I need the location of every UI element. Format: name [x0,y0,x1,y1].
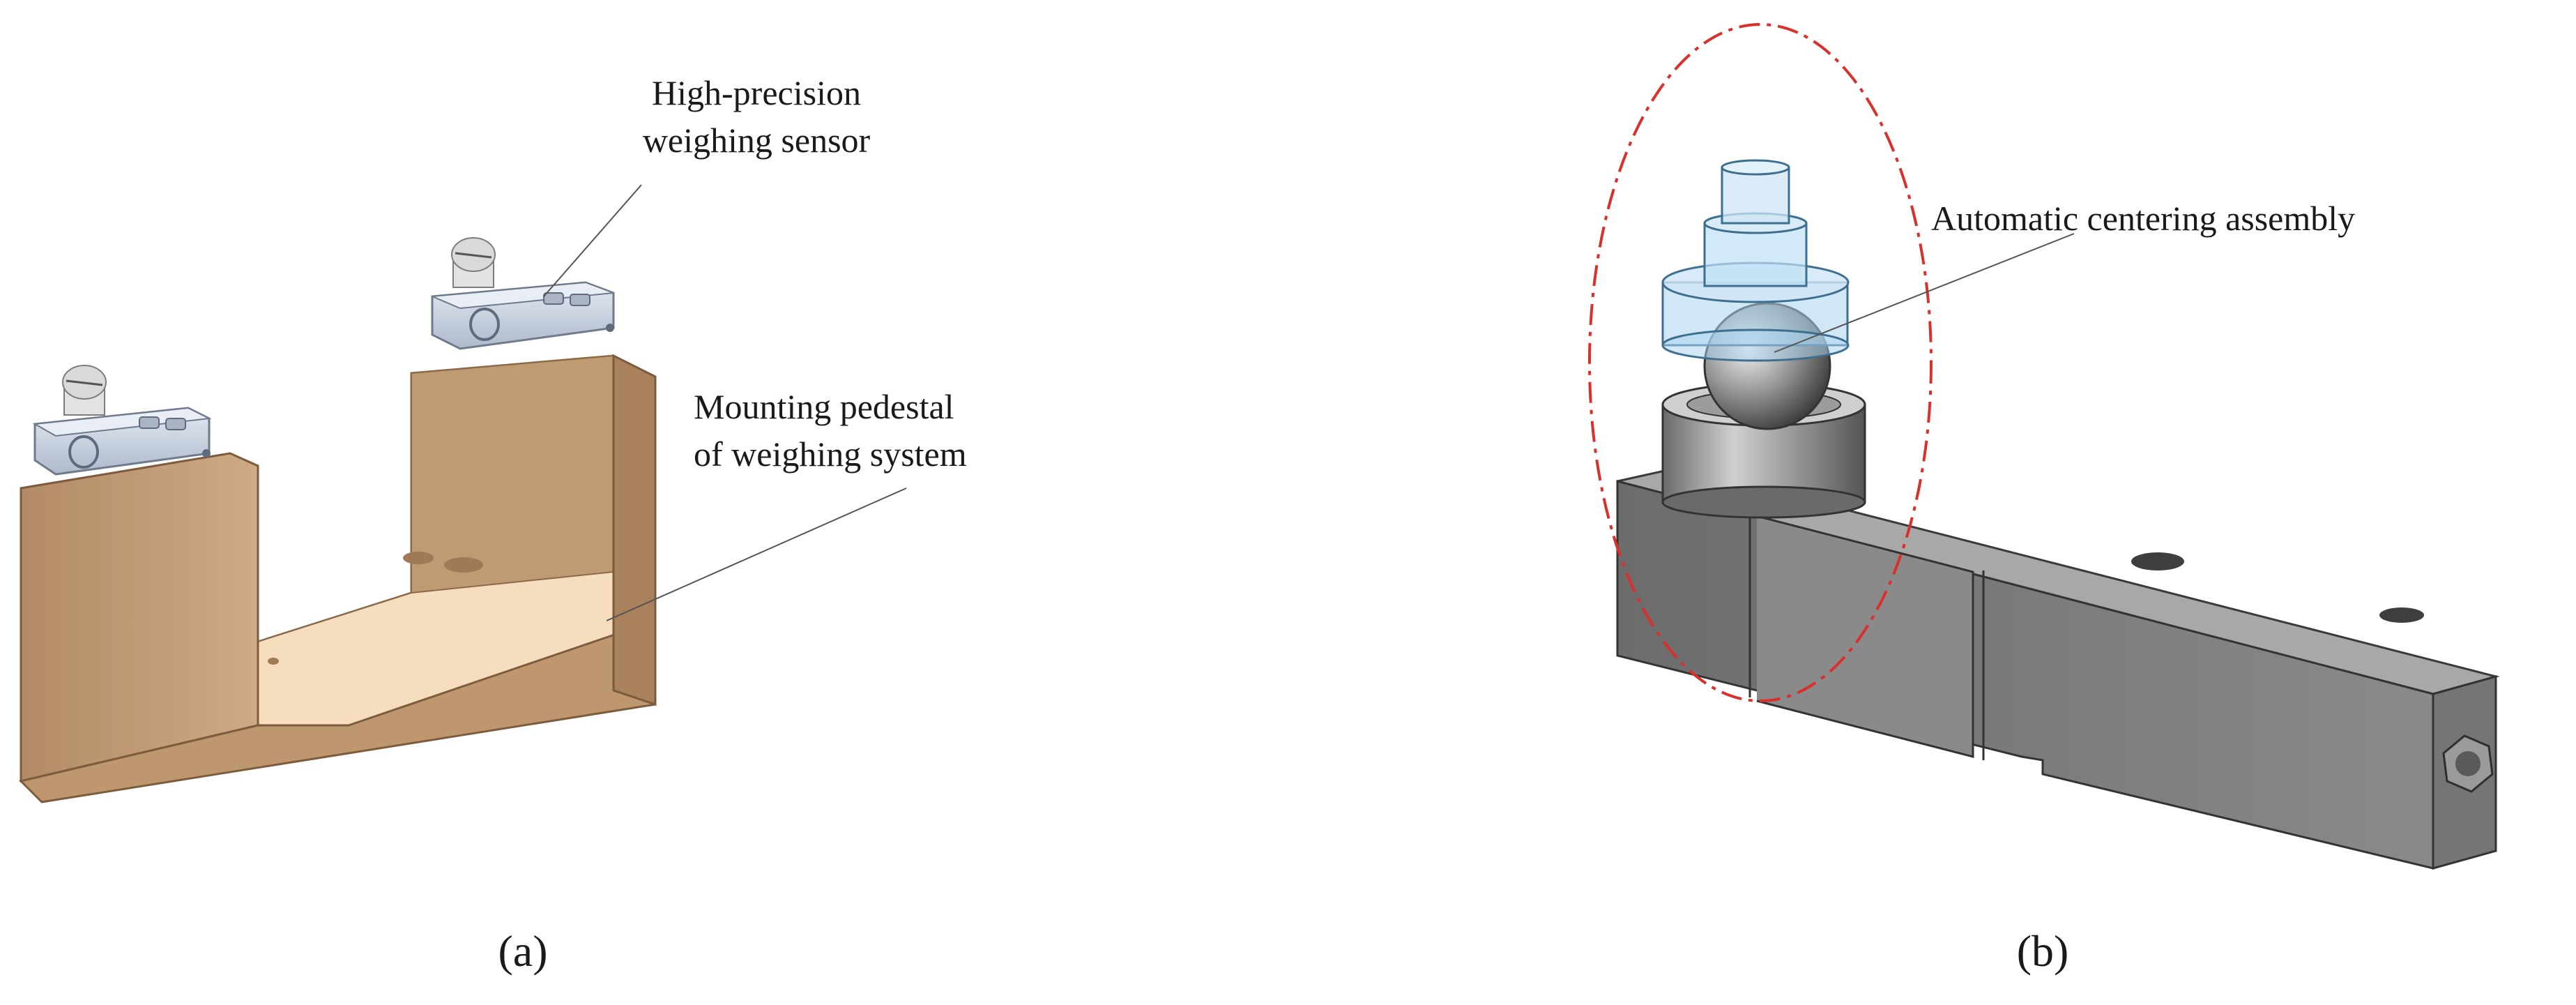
leader-line-sensor [543,184,642,297]
loadcell-hole [2379,607,2424,623]
panel-b-drawing [1588,23,2500,870]
pedestal-hole [403,552,434,564]
label-sensor-line2: weighing sensor [643,121,871,160]
pedestal-inner-wall [411,354,614,594]
label-centering: Automatic centering assembly [1931,199,2355,238]
sensor-right [431,237,615,350]
sensor-left [32,365,212,476]
leader-line-pedestal [606,488,907,621]
leader-line-centering [1774,233,2075,353]
caption-b: (b) [2017,926,2069,976]
pedestal-right-upright [612,354,657,706]
pedestal-hole [444,557,483,573]
loadcell-hole [2131,552,2184,570]
label-sensor-line1: High-precision [652,73,861,112]
highlight-ellipse [1588,23,1933,702]
pedestal-hole [268,658,279,665]
loadcell-front-face [1616,480,2434,870]
label-pedestal-line2: of weighing system [694,435,967,474]
panel-a-drawing [19,184,907,803]
centering-assembly [1661,159,1866,519]
caption-a: (a) [498,926,547,976]
pedestal-left-upright [20,452,259,783]
label-pedestal-line1: Mounting pedestal [694,387,954,426]
